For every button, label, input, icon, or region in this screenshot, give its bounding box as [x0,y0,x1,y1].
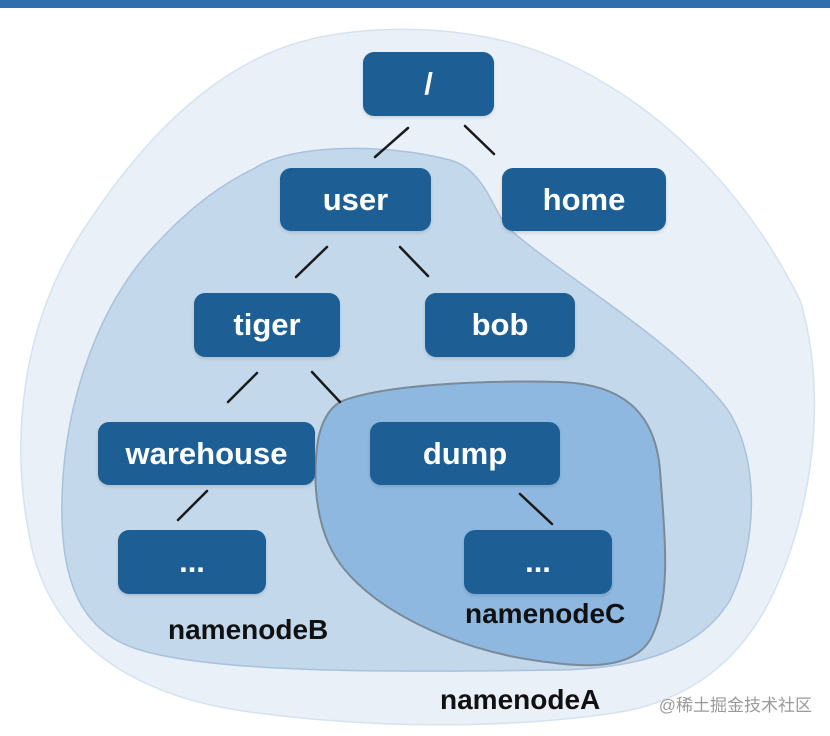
node-dump[interactable]: dump [370,422,560,485]
edge-root-user [373,126,410,159]
label-namenode-a: namenodeA [440,684,601,715]
label-namenode-c: namenodeC [465,598,626,629]
node-root[interactable]: / [363,52,494,116]
label-namenode-b: namenodeB [168,614,329,645]
edge-user-bob [398,245,430,278]
watermark-text: @稀土掘金技术社区 [658,696,812,715]
node-home[interactable]: home [502,168,666,231]
node-warehouse-child[interactable]: ... [118,530,266,594]
node-bob[interactable]: bob [425,293,575,357]
edge-warehouse-child [176,489,209,522]
node-dump-child[interactable]: ... [464,530,612,594]
edge-root-home [463,124,496,156]
node-user[interactable]: user [280,168,431,231]
edge-tiger-warehouse [226,371,259,404]
edge-user-tiger [294,245,329,279]
node-tiger[interactable]: tiger [194,293,340,357]
edge-dump-child [518,492,554,526]
node-warehouse[interactable]: warehouse [98,422,315,485]
top-accent-bar [0,0,830,8]
edge-tiger-dump [310,370,342,404]
